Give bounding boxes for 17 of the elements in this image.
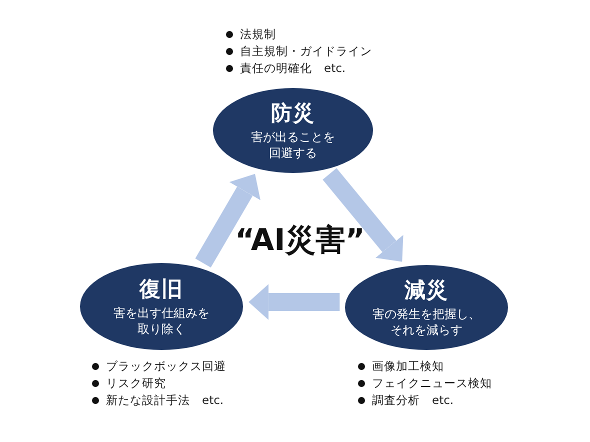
list-item-text: 自主規制・ガイドライン: [240, 44, 372, 59]
list-item-text: 新たな設計手法 etc.: [106, 393, 224, 408]
node-title: 復旧: [140, 276, 184, 302]
block-arrow: [248, 284, 340, 320]
list-item-text: 責任の明確化 etc.: [240, 61, 346, 76]
theme-heading: “AI災害”: [235, 223, 365, 259]
list-item-text: 画像加工検知: [372, 359, 444, 374]
node-title: 防災: [271, 100, 315, 126]
node-title: 減災: [404, 277, 448, 303]
list-item-text: リスク研究: [106, 376, 166, 391]
list-item-text: ブラックボックス回避: [106, 359, 226, 374]
node-description: 害の発生を把握し、それを減らす: [371, 306, 482, 338]
list-item-text: 調査分析 etc.: [372, 393, 454, 408]
list-item-text: 法規制: [240, 27, 276, 42]
node-description: 害を出す仕組みを取り除く: [112, 305, 210, 337]
node-description: 害が出ることを回避する: [250, 129, 336, 161]
list-item-text: フェイクニュース検知: [372, 376, 492, 391]
